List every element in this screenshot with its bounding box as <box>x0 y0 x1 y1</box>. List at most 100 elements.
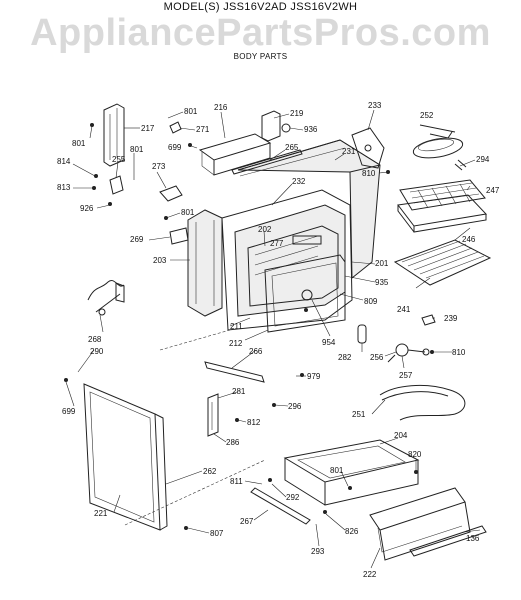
cylinder-part <box>357 324 367 344</box>
callout-273: 273 <box>152 162 166 171</box>
rack-clip-part <box>421 314 436 326</box>
drawer-part <box>283 439 420 506</box>
trim-strip-part <box>231 149 303 175</box>
front-frame-part <box>264 254 346 333</box>
callout-251: 251 <box>352 410 366 419</box>
oven-rack-part <box>393 239 492 286</box>
callout-211: 211 <box>230 322 243 331</box>
callout-221: 221 <box>94 509 108 518</box>
igniter-part <box>387 343 430 363</box>
callout-266: 266 <box>249 347 263 356</box>
callout-820: 820 <box>408 450 422 459</box>
bake-element-part <box>379 385 466 421</box>
callout-247: 247 <box>486 186 500 195</box>
callout-296: 296 <box>288 402 302 411</box>
callout-811: 811 <box>230 477 243 486</box>
vent-bracket-part <box>351 127 385 169</box>
callout-256: 256 <box>370 353 384 362</box>
callout-810-right: 810 <box>452 348 466 357</box>
mount-bracket-part <box>159 185 183 202</box>
callout-212: 212 <box>229 339 243 348</box>
callout-267: 267 <box>240 517 254 526</box>
callout-699-lower: 699 <box>62 407 76 416</box>
callout-814: 814 <box>57 157 71 166</box>
callout-204: 204 <box>394 431 408 440</box>
callout-232: 232 <box>292 177 306 186</box>
grommet-part <box>281 123 291 133</box>
vertical-bracket-part <box>103 103 125 167</box>
callout-801-drawer: 801 <box>330 466 344 475</box>
callout-801-left: 801 <box>72 139 86 148</box>
callout-277: 277 <box>270 239 284 248</box>
callout-813: 813 <box>57 183 71 192</box>
callout-292: 292 <box>286 493 300 502</box>
switch-part <box>109 175 124 195</box>
screw-part <box>454 159 467 171</box>
kick-strip-part <box>204 361 265 383</box>
callout-699: 699 <box>168 143 182 152</box>
callout-233: 233 <box>368 101 382 110</box>
callout-286: 286 <box>226 438 240 447</box>
callout-257: 257 <box>399 371 413 380</box>
broiler-grid-part <box>399 179 486 211</box>
side-frame-part <box>187 209 223 317</box>
callout-239: 239 <box>444 314 458 323</box>
broiler-pan-part <box>397 194 488 233</box>
callout-926: 926 <box>80 204 94 213</box>
leader-lines <box>65 109 481 569</box>
callout-809: 809 <box>364 297 378 306</box>
assembly-guide-line <box>124 329 266 526</box>
callout-282: 282 <box>338 353 352 362</box>
clip-part <box>169 121 182 134</box>
callout-202: 202 <box>258 225 272 234</box>
callout-810: 810 <box>362 169 376 178</box>
callout-294: 294 <box>476 155 490 164</box>
callout-246: 246 <box>462 235 476 244</box>
callout-216: 216 <box>214 103 228 112</box>
callout-252: 252 <box>420 111 434 120</box>
callout-268: 268 <box>88 335 102 344</box>
callout-979: 979 <box>307 372 321 381</box>
callout-231: 231 <box>342 147 356 156</box>
broiler-part <box>412 124 464 159</box>
section-title: BODY PARTS <box>233 52 288 61</box>
callout-241: 241 <box>397 305 411 314</box>
oven-cabinet-part <box>237 139 381 280</box>
door-trim-part <box>154 413 168 531</box>
callout-935: 935 <box>375 278 389 287</box>
callout-269: 269 <box>130 235 144 244</box>
callout-290: 290 <box>90 347 104 356</box>
oven-liner-part <box>221 189 353 331</box>
callout-281: 281 <box>232 387 246 396</box>
callout-271: 271 <box>196 125 210 134</box>
callout-812: 812 <box>247 418 261 427</box>
callout-255: 255 <box>112 155 126 164</box>
callout-219: 219 <box>290 109 304 118</box>
callout-936: 936 <box>304 125 318 134</box>
small-bracket-part <box>261 110 281 142</box>
callout-222: 222 <box>363 570 377 579</box>
side-bracket-part <box>169 227 189 245</box>
top-panel-part <box>198 133 272 176</box>
callout-801-center: 801 <box>181 208 195 217</box>
wire-harness-part <box>87 280 125 316</box>
callout-203: 203 <box>153 256 167 265</box>
callout-826: 826 <box>345 527 359 536</box>
model-numbers-title: MODEL(S) JSS16V2AD JSS16V2WH <box>163 1 358 13</box>
callout-136: 136 <box>466 534 480 543</box>
callout-217: 217 <box>141 124 155 133</box>
callout-954: 954 <box>322 338 336 347</box>
callout-262: 262 <box>203 467 217 476</box>
drawer-handle-part <box>409 525 487 557</box>
drawer-slide-part <box>250 487 311 525</box>
callout-labels: 801 216 219 233 252 217 271 936 801 699 … <box>57 101 500 579</box>
drawer-front-part <box>369 487 471 561</box>
callout-801: 801 <box>184 107 198 116</box>
callout-807: 807 <box>210 529 224 538</box>
callout-265: 265 <box>285 143 299 152</box>
callout-201: 201 <box>375 259 389 268</box>
callout-801-mid: 801 <box>130 145 144 154</box>
callout-293: 293 <box>311 547 325 556</box>
